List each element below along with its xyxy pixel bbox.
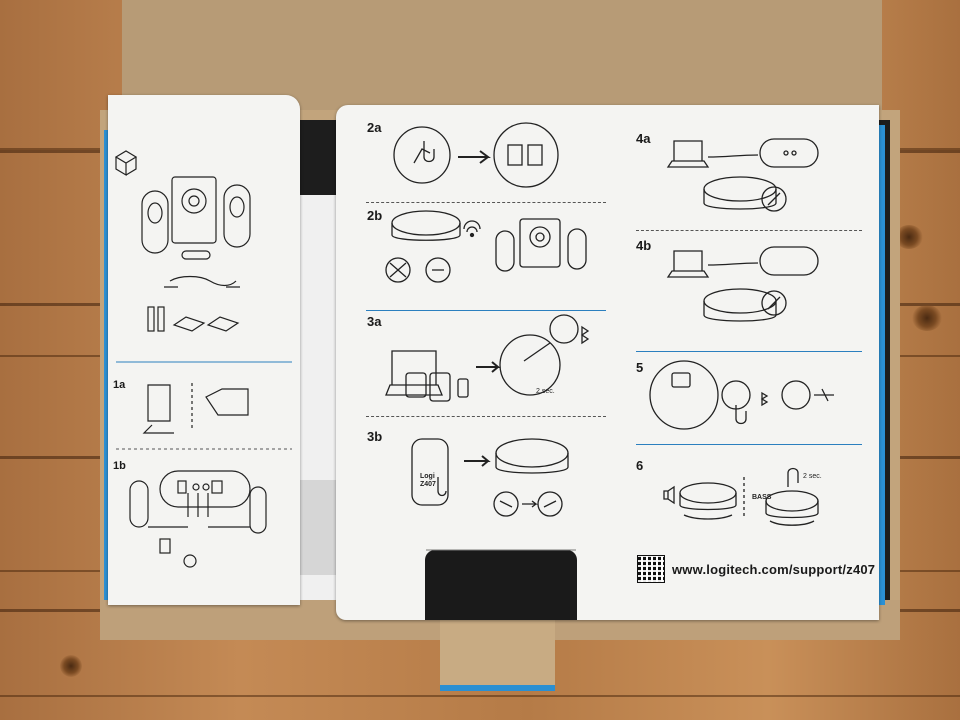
box-pull-tab[interactable] bbox=[440, 615, 555, 691]
section-divider bbox=[636, 230, 862, 231]
step-label-4a: 4a bbox=[636, 131, 651, 146]
floor-board-seam bbox=[0, 695, 960, 697]
inner-manual-shadow bbox=[296, 480, 336, 575]
bass-label: BASS bbox=[752, 494, 772, 501]
step-label-2a: 2a bbox=[367, 120, 382, 135]
press-time-label-3a: 2 sec. bbox=[536, 388, 555, 395]
step-label-4b: 4b bbox=[636, 238, 652, 253]
step-label-1a: 1a bbox=[113, 379, 126, 391]
step-label-5: 5 bbox=[636, 360, 644, 375]
step-label-3b: 3b bbox=[367, 429, 383, 444]
support-url[interactable]: www.logitech.com/support/z407 bbox=[672, 562, 876, 577]
section-divider bbox=[636, 351, 862, 352]
left-panel-illustrations bbox=[114, 150, 292, 568]
section-divider bbox=[366, 416, 606, 417]
wood-knot bbox=[60, 655, 82, 677]
phone-label-line2: Z407 bbox=[420, 481, 436, 488]
section-divider bbox=[366, 310, 606, 311]
main-instruction-panel bbox=[336, 105, 879, 620]
section-divider bbox=[366, 202, 606, 203]
phone-label-line1: Logi bbox=[420, 473, 435, 480]
step-label-2b: 2b bbox=[367, 208, 383, 223]
step-label-3a: 3a bbox=[367, 314, 382, 329]
step-label-1b: 1b bbox=[113, 460, 126, 472]
qr-code-pattern bbox=[638, 556, 664, 582]
handle-cutout bbox=[425, 550, 577, 620]
left-instruction-panel bbox=[108, 95, 300, 605]
wood-knot bbox=[912, 305, 942, 331]
section-divider bbox=[636, 444, 862, 445]
main-panel-illustrations bbox=[385, 122, 834, 551]
press-time-label-6: 2 sec. bbox=[803, 473, 822, 480]
step-label-6: 6 bbox=[636, 458, 644, 473]
panel-blue-edge bbox=[104, 130, 110, 600]
panel-blue-edge bbox=[876, 125, 885, 605]
